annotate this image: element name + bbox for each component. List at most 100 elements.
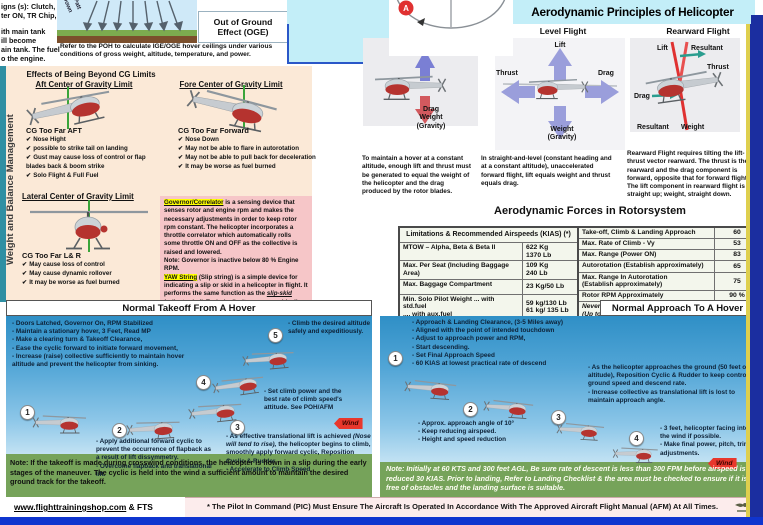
step-badge: 1 bbox=[20, 405, 35, 420]
checklist-item: Solo Flight & Full Fuel bbox=[33, 172, 99, 179]
approach-note: Note: Initially at 60 KTS and 300 feet A… bbox=[386, 464, 748, 493]
table-cell: Take-off, Climb & Landing Approach bbox=[579, 228, 715, 239]
governor-text: is a sensing device that senses rotor an… bbox=[164, 199, 298, 256]
table-cell: Min. Solo Pilot Weight ... with std.fuel… bbox=[400, 294, 523, 321]
wind-arrow: Wind bbox=[334, 418, 363, 429]
table-cell: 90 % bbox=[729, 292, 745, 300]
governor-note: Note: Governor is inactive below 80 % En… bbox=[164, 257, 299, 273]
table-row: Take-off, Climb & Landing Approach 60 bbox=[579, 228, 759, 239]
governor-note-box: Governor/Correlator is a sensing device … bbox=[160, 196, 312, 322]
approach-panel-title: Normal Approach To A Hover bbox=[600, 300, 755, 316]
helicopter-icon bbox=[241, 349, 295, 372]
yaw-string-term: YAW String bbox=[164, 273, 198, 281]
checklist-item: Gust may cause loss of control or flap b… bbox=[26, 154, 146, 170]
lateral-cg-heading: CG Too Far L& R bbox=[22, 251, 81, 260]
rearward-description: Rearward Flight requires tilting the lif… bbox=[627, 150, 752, 199]
step-badge: 2 bbox=[112, 423, 127, 438]
approach-step-text: - Approach & Landing Clearance, (3-5 Mil… bbox=[412, 319, 564, 368]
checklist-item: May not be able to pull back for deceler… bbox=[185, 154, 316, 161]
oge-title-line: Effect (OGE) bbox=[217, 27, 269, 37]
rearward-flight-title: Rearward Flight bbox=[666, 26, 730, 36]
check-icon: ✔ bbox=[22, 261, 28, 268]
table-cell: 109 Kg 240 Lb bbox=[526, 262, 549, 278]
table-row: MTOW – Alpha, Beta & Beta II 622 Kg 1370… bbox=[400, 241, 577, 261]
takeoff-sky bbox=[6, 316, 372, 454]
takeoff-step-text: - Climb the desired altitude safely and … bbox=[288, 320, 371, 336]
wind-arrow: Wind bbox=[708, 458, 737, 469]
yaw-string-text: (Slip string) is a simple device for ind… bbox=[164, 273, 308, 298]
step-badge: 2 bbox=[463, 402, 478, 417]
footer-site: www.flighttrainingshop.com & FTS bbox=[14, 502, 153, 512]
approach-ground bbox=[380, 462, 755, 497]
approach-step-text: - 3 feet, helicopter facing into the win… bbox=[660, 425, 750, 457]
helicopter-icon bbox=[32, 415, 86, 434]
table-cell: 60 bbox=[733, 229, 741, 237]
step-badge: 4 bbox=[196, 375, 211, 390]
table-cell: 59 kg/130 Lb 61 kg/ 135 Lb bbox=[526, 299, 569, 315]
check-icon: ✔ bbox=[178, 154, 184, 161]
step-badge: 3 bbox=[551, 410, 566, 425]
checklist-item: May not be able to flare in autorotation bbox=[185, 145, 299, 152]
lift-label: Lift bbox=[554, 42, 566, 49]
check-icon: ✔ bbox=[178, 136, 184, 143]
check-icon: ✔ bbox=[26, 154, 32, 161]
table-cell: Max. Rate of Climb - Vy bbox=[579, 239, 715, 250]
step-badge: 5 bbox=[268, 328, 283, 343]
table-cell: 53 bbox=[733, 240, 741, 248]
page-title: Aerodynamic Principles of Helicopter bbox=[514, 0, 751, 24]
lateral-cg-checklist: ✔May cause loss of control ✔May cause dy… bbox=[22, 260, 120, 287]
table-cell: 83 bbox=[733, 251, 741, 259]
table-cell: Max. Per Seat (Including Baggage Area) bbox=[400, 261, 523, 279]
takeoff-step-text: - Doors Latched, Governor On, RPM Stabil… bbox=[12, 320, 185, 369]
check-icon: ✔ bbox=[26, 145, 32, 152]
forces-title: Aerodynamic Forces in Rotorsystem bbox=[494, 205, 686, 217]
checklist-item: Nose Down bbox=[185, 136, 219, 143]
limitations-table-header: Limitations & Recommended Airspeeds (KIA… bbox=[406, 231, 571, 239]
website-link[interactable]: www.flighttrainingshop.com bbox=[14, 502, 127, 512]
helicopter-icon bbox=[403, 379, 457, 401]
table-cell: 75 bbox=[733, 277, 741, 285]
bottom-blue-border bbox=[0, 517, 763, 525]
table-row: Max. Baggage Compartment 23 Kg/50 Lb bbox=[400, 278, 577, 294]
downwash-pattern-diagram: Down Patt bbox=[57, 0, 197, 43]
site-suffix: & FTS bbox=[126, 502, 153, 512]
helicopter-front-icon bbox=[30, 210, 148, 250]
lateral-cg-title: Lateral Center of Gravity Limit bbox=[22, 192, 134, 201]
approach-step-text: - Approx. approach angle of 10° - Keep r… bbox=[418, 420, 515, 444]
rotor-marker-a: A bbox=[403, 4, 409, 13]
table-cell: Autorotation (Establish approximately) bbox=[579, 261, 715, 272]
table-cell: 23 Kg/50 Lb bbox=[526, 282, 565, 290]
table-row: Max. Range (Power ON) 83 bbox=[579, 249, 759, 261]
step-badge: 1 bbox=[388, 351, 403, 366]
right-blue-border bbox=[750, 15, 763, 525]
table-cell: Max. Baggage Compartment bbox=[400, 279, 523, 294]
cutoff-text-fragment: igns (s): Clutch,ter ON, TR Chip, bbox=[1, 2, 57, 20]
checklist-item: May cause loss of control bbox=[29, 261, 105, 268]
takeoff-panel-title: Normal Takeoff From A Hover bbox=[6, 300, 372, 316]
governor-term: Governor/Correlator bbox=[164, 199, 224, 206]
poh-note: Refer to the POH to calculate IGE/OGE ho… bbox=[60, 43, 273, 59]
check-icon: ✔ bbox=[22, 279, 28, 286]
helicopter-icon bbox=[612, 447, 658, 463]
weight-balance-sidebar-label: Weight and Balance Management bbox=[5, 114, 16, 266]
limitations-table: Limitations & Recommended Airspeeds (KIA… bbox=[398, 226, 579, 322]
check-icon: ✔ bbox=[178, 163, 184, 170]
rearward-resultant-weight-label: Resultant bbox=[637, 124, 669, 131]
thrust-label: Thrust bbox=[496, 70, 518, 77]
weight-label: Weight (Gravity) bbox=[547, 126, 577, 142]
table-cell: Rotor RPM Approximately bbox=[579, 291, 715, 302]
takeoff-ground bbox=[6, 454, 372, 497]
level-flight-title: Level Flight bbox=[539, 26, 587, 36]
check-icon: ✔ bbox=[26, 172, 32, 179]
helicopter-icon bbox=[529, 78, 589, 100]
rearward-thrust-label: Thrust bbox=[707, 64, 729, 71]
table-row: Max. Range In Autorotation (Establish ap… bbox=[579, 271, 759, 291]
drag-weight-label: Drag Weight (Gravity) bbox=[416, 106, 446, 130]
aft-cg-heading: CG Too Far AFT bbox=[26, 126, 82, 135]
footer-bar bbox=[0, 497, 763, 518]
step-badge: 3 bbox=[230, 420, 245, 435]
checklist-item: possible to strike tail on landing bbox=[33, 145, 128, 152]
right-gold-border bbox=[746, 15, 750, 517]
checklist-item: Nose Hight bbox=[33, 136, 66, 143]
